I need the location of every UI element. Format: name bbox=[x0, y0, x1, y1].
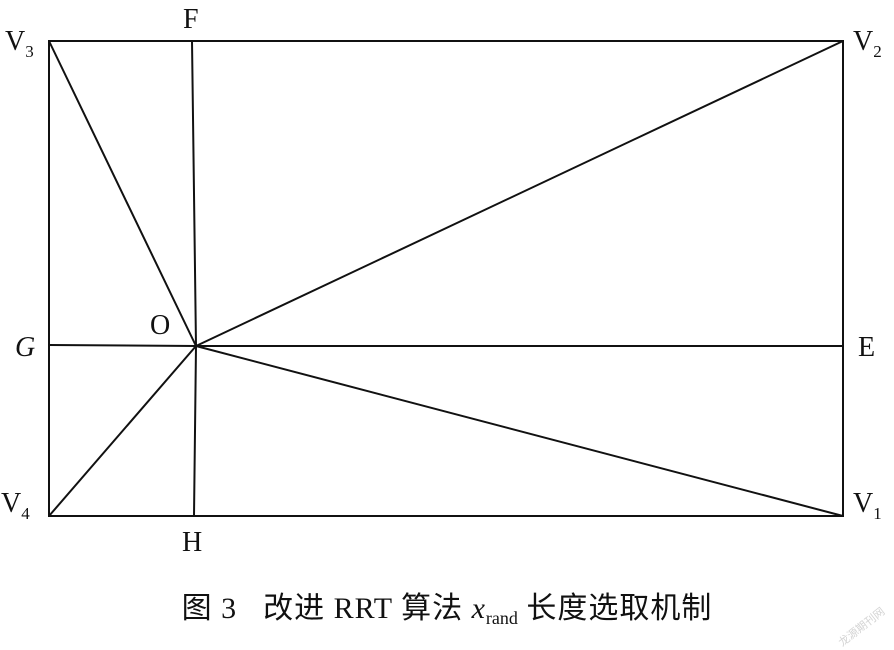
label-v2: V2 bbox=[853, 26, 882, 61]
caption-variable: x bbox=[471, 592, 486, 625]
line-o-v4 bbox=[48, 345, 197, 517]
label-v3: V3 bbox=[5, 26, 34, 61]
label-v1: V1 bbox=[853, 488, 882, 523]
outer-rectangle bbox=[48, 40, 844, 517]
label-v4: V4 bbox=[1, 488, 30, 523]
figure-caption: 图 3 改进 RRT 算法 xrand 长度选取机制 bbox=[0, 583, 894, 629]
line-o-v3 bbox=[48, 40, 197, 347]
label-e: E bbox=[858, 332, 875, 363]
label-g: G bbox=[15, 332, 35, 363]
label-f: F bbox=[183, 4, 199, 35]
label-o: O bbox=[150, 310, 170, 341]
caption-prefix: 改进 RRT 算法 bbox=[263, 592, 472, 625]
line-o-h bbox=[193, 345, 197, 517]
caption-figure-number: 图 3 bbox=[181, 592, 238, 625]
line-g-o bbox=[48, 344, 197, 347]
label-h: H bbox=[182, 527, 202, 558]
line-f-o bbox=[191, 40, 197, 347]
rrt-length-diagram: V3 V2 V1 V4 F H G E O bbox=[1, 4, 882, 558]
caption-suffix: 长度选取机制 bbox=[517, 592, 713, 625]
line-o-v2 bbox=[195, 40, 844, 347]
line-o-v1 bbox=[195, 345, 844, 517]
caption-subscript: rand bbox=[485, 608, 518, 628]
